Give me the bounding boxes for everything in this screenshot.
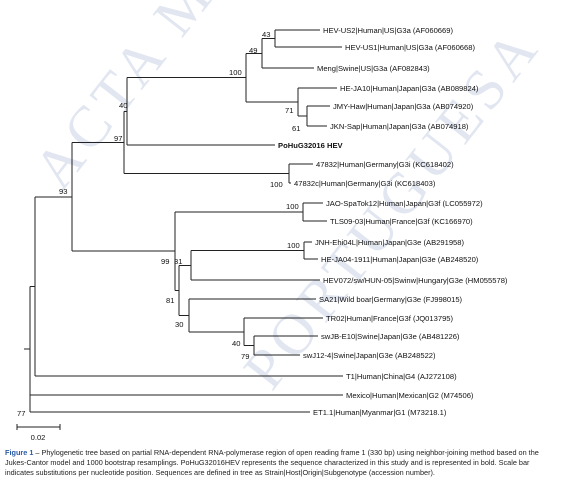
scale-bar-label: 0.02 bbox=[31, 433, 46, 442]
bootstrap-value: 81 bbox=[166, 296, 174, 305]
leaf-label-tls: TLS09-03|Human|France|G3f (KC166970) bbox=[330, 217, 473, 226]
figure-label: Figure 1 bbox=[5, 448, 34, 457]
bootstrap-value: 100 bbox=[270, 180, 283, 189]
bootstrap-value: 30 bbox=[175, 320, 183, 329]
figure-caption: Figure 1 – Phylogenetic tree based on pa… bbox=[5, 448, 558, 478]
bootstrap-value: 100 bbox=[287, 241, 300, 250]
leaf-label-pohu: PoHuG32016 HEV bbox=[278, 141, 344, 150]
leaf-label-jkn: JKN-Sap|Human|Japan|G3a (AB074918) bbox=[330, 122, 469, 131]
leaf-label-g3i2: 47832c|Human|Germany|G3i (KC618403) bbox=[294, 179, 436, 188]
bootstrap-value: 100 bbox=[229, 68, 242, 77]
bootstrap-value: 71 bbox=[285, 106, 293, 115]
bootstrap-value: 99 bbox=[161, 257, 169, 266]
bootstrap-value: 43 bbox=[262, 30, 270, 39]
phylogenetic-tree: HEV-US2|Human|US|G3a (AF060669) HEV-US1|H… bbox=[16, 26, 508, 442]
bootstrap-value: 40 bbox=[119, 101, 127, 110]
leaf-label-heja10: HE-JA10|Human|Japan|G3a (AB089824) bbox=[340, 84, 479, 93]
leaf-label-meng: Meng|Swine|US|G3a (AF082843) bbox=[317, 64, 430, 73]
leaf-label-us2: HEV-US2|Human|US|G3a (AF060669) bbox=[323, 26, 453, 35]
leaf-label-jao: JAO-SpaTok12|Human|Japan|G3f (LC055972) bbox=[326, 199, 483, 208]
bootstrap-value: 61 bbox=[292, 124, 300, 133]
bootstrap-value: 49 bbox=[249, 46, 257, 55]
leaf-label-g3i1: 47832|Human|Germany|G3i (KC618402) bbox=[316, 160, 454, 169]
leaf-label-jmy: JMY-Haw|Human|Japan|G3a (AB074920) bbox=[333, 102, 474, 111]
bootstrap-value: 93 bbox=[59, 187, 67, 196]
bootstrap-value: 31 bbox=[174, 257, 182, 266]
leaf-label-us1: HEV-US1|Human|US|G3a (AF060668) bbox=[345, 43, 475, 52]
leaf-label-sa21: SA21|Wild boar|Germany|G3e (FJ998015) bbox=[319, 295, 463, 304]
leaf-label-tr02: TR02|Human|France|G3f (JQ013795) bbox=[326, 314, 454, 323]
leaf-label-swj12: swJ12-4|Swine|Japan|G3e (AB248522) bbox=[303, 351, 436, 360]
leaf-label-swjbe10: swJB-E10|Swine|Japan|G3e (AB481226) bbox=[321, 332, 460, 341]
bootstrap-value: 100 bbox=[286, 202, 299, 211]
caption-text: – Phylogenetic tree based on partial RNA… bbox=[5, 448, 539, 477]
leaf-label-heja04: HE-JA04-1911|Human|Japan|G3e (AB248520) bbox=[321, 255, 479, 264]
bootstrap-value: 40 bbox=[232, 339, 240, 348]
bootstrap-value: 79 bbox=[241, 352, 249, 361]
leaf-label-hev072: HEV072/sw/HUN-05|Swinw|Hungary|G3e (HM05… bbox=[323, 276, 508, 285]
leaf-label-mexico: Mexico|Human|Mexican|G2 (M74506) bbox=[346, 391, 474, 400]
bootstrap-value: 77 bbox=[17, 409, 25, 418]
leaf-label-jnh: JNH-Ehi04L|Human|Japan|G3e (AB291958) bbox=[315, 238, 464, 247]
bootstrap-value: 97 bbox=[114, 134, 122, 143]
leaf-label-t1: T1|Human|China|G4 (AJ272108) bbox=[346, 372, 457, 381]
leaf-label-et1: ET1.1|Human|Myanmar|G1 (M73218.1) bbox=[313, 408, 447, 417]
